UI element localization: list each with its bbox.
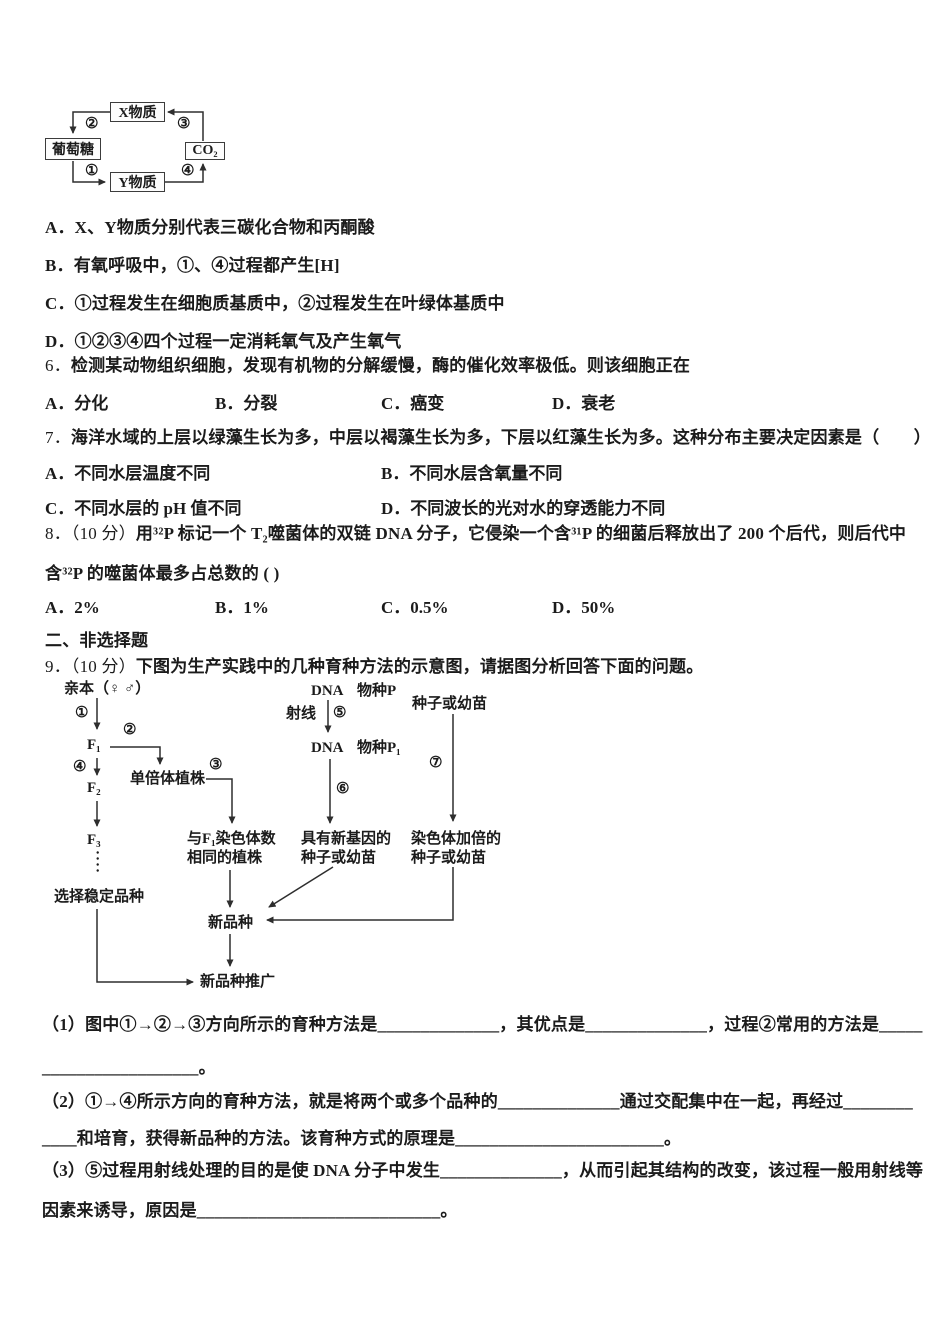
node-select-stable: 选择稳定品种: [54, 889, 145, 905]
flow-step-7: ⑦: [429, 755, 443, 771]
fill-q3-line1: （3）⑤过程用射线处理的目的是使 DNA 分子中发生______________…: [42, 1161, 924, 1180]
question-9-number: 9．: [45, 657, 71, 676]
node-dna-mid: DNA: [311, 740, 344, 756]
q5-option-b: B．有氧呼吸中，①、④过程都产生[H]: [45, 256, 340, 275]
arrow-new-gene-to-new-variety: [268, 866, 334, 908]
node-glucose: 葡萄糖: [45, 138, 101, 160]
question-7-text: 海洋水域的上层以绿藻生长为多，中层以褐藻生长为多，下层以红藻生长为多。这种分布主…: [70, 428, 931, 447]
arrow-x-to-glucose: [69, 111, 110, 134]
node-substance-y: Y物质: [110, 172, 165, 192]
flow-step-4: ④: [73, 759, 87, 775]
question-7-options-row2: C．不同水层的 pH 值不同 D．不同波长的光对水的穿透能力不同: [45, 494, 905, 518]
node-parents: 亲本（♀ ♂）: [64, 681, 151, 697]
question-6-number: 6．: [45, 356, 71, 375]
q7-option-d: D．不同波长的光对水的穿透能力不同: [381, 499, 666, 518]
arrow-co2-to-x: [167, 108, 204, 141]
question-8-options: A．2% B．1% C．0.5% D．50%: [45, 593, 905, 617]
respiration-diagram-arrows: [69, 108, 207, 186]
node-new-variety: 新品种: [208, 915, 254, 931]
question-9-stem: 9．（10 分）下图为生产实践中的几种育种方法的示意图，请据图分析回答下面的问题…: [45, 652, 703, 677]
node-f1: F₁: [87, 737, 101, 753]
arrow-y-to-co2: [165, 163, 207, 183]
q8-option-c: C．0.5%: [381, 598, 449, 617]
flow-step-5: ⑤: [333, 705, 347, 721]
question-8-stem-line1: 8．（10 分）用³²P 标记一个 T₂噬菌体的双链 DNA 分子，它侵染一个含…: [45, 519, 906, 544]
question-6-options: A．分化 B．分裂 C．癌变 D．衰老: [45, 389, 905, 413]
step-2-label: ②: [85, 116, 99, 132]
node-f2: F₂: [87, 780, 101, 796]
q7-option-a: A．不同水层温度不同: [45, 464, 211, 483]
question-8-text1: 用³²P 标记一个 T₂噬菌体的双链 DNA 分子，它侵染一个含³¹P 的细菌后…: [135, 524, 907, 543]
question-6-stem: 6．检测某动物组织细胞，发现有机物的分解缓慢，酶的催化效率极低。则该细胞正在: [45, 351, 690, 376]
respiration-diagram: X物质 葡萄糖 Y物质 CO₂ ② ③ ① ④: [45, 100, 230, 195]
q7-option-b: B．不同水层含氧量不同: [381, 464, 563, 483]
arrow-glucose-to-y: [72, 161, 106, 186]
question-6-text: 检测某动物组织细胞，发现有机物的分解缓慢，酶的催化效率极低。则该细胞正在: [70, 356, 691, 375]
ellipsis-dots: ····: [89, 850, 105, 875]
question-7-stem: 7．海洋水域的上层以绿藻生长为多，中层以褐藻生长为多，下层以红藻生长为多。这种分…: [45, 423, 931, 448]
fill-q3-line2: 因素来诱导，原因是____________________________。: [42, 1201, 458, 1220]
q6-option-b: B．分裂: [215, 394, 278, 413]
question-7-number: 7．: [45, 428, 71, 447]
step-4-label: ④: [181, 163, 195, 179]
q7-option-c: C．不同水层的 pH 值不同: [45, 499, 242, 518]
node-substance-x: X物质: [110, 102, 165, 122]
flow-step-1: ①: [75, 705, 89, 721]
node-doubled-line1: 染色体加倍的: [411, 831, 502, 847]
node-species-p: 物种P: [357, 683, 397, 699]
question-9-score: （10 分）: [70, 657, 136, 676]
step-1-label: ①: [85, 163, 99, 179]
fill-q2-line2: ____和培育，获得新品种的方法。该育种方式的原理是______________…: [42, 1129, 682, 1148]
question-8-number: 8．: [45, 524, 71, 543]
arrow-doubled-to-new-variety: [266, 867, 454, 924]
fill-q1-line1: （1）图中①→②→③方向所示的育种方法是______________，其优点是_…: [42, 1015, 923, 1034]
node-seed-seedling: 种子或幼苗: [412, 696, 488, 712]
section-2-title: 二、非选择题: [45, 631, 149, 650]
q5-option-c: C．①过程发生在细胞质基质中，②过程发生在叶绿体基质中: [45, 294, 505, 313]
arrow-stable-to-promotion: [96, 909, 194, 986]
breeding-flowchart-arrows: [93, 698, 457, 986]
fill-q1-line2: __________________。: [42, 1058, 216, 1077]
q6-option-d: D．衰老: [552, 394, 616, 413]
breeding-flowchart: 亲本（♀ ♂） ① F₁ ② ④ F₂ F₃ ···· 选择稳定品种 单倍体植株…: [0, 670, 950, 1010]
node-new-gene-line1: 具有新基因的: [301, 831, 392, 847]
label-ray: 射线: [286, 706, 317, 722]
node-same-chrom-line1: 与F₁染色体数: [187, 831, 276, 847]
question-7-options-row1: A．不同水层温度不同 B．不同水层含氧量不同: [45, 459, 905, 483]
flow-step-3: ③: [209, 757, 223, 773]
q6-option-a: A．分化: [45, 394, 109, 413]
arrow-haploid-to-same-chrom: [206, 778, 236, 824]
q6-option-c: C．癌变: [381, 394, 445, 413]
node-same-chrom-line2: 相同的植株: [187, 850, 263, 866]
node-doubled-line2: 种子或幼苗: [411, 850, 487, 866]
q8-option-d: D．50%: [552, 598, 616, 617]
node-species-p1: 物种P₁: [357, 740, 401, 756]
q5-option-a: A．X、Y物质分别代表三碳化合物和丙酮酸: [45, 218, 375, 237]
q8-option-b: B．1%: [215, 598, 269, 617]
q8-option-a: A．2%: [45, 598, 100, 617]
fill-q2-line1: （2）①→④所示方向的育种方法，就是将两个或多个品种的_____________…: [42, 1092, 913, 1111]
node-new-gene-line2: 种子或幼苗: [301, 850, 377, 866]
arrow-f1-to-haploid: [110, 746, 164, 765]
flow-step-6: ⑥: [336, 781, 350, 797]
node-co2: CO₂: [185, 142, 225, 160]
question-9-text: 下图为生产实践中的几种育种方法的示意图，请据图分析回答下面的问题。: [135, 657, 704, 676]
question-8-stem-line2: 含³²P 的噬菌体最多占总数的 ( ): [45, 564, 280, 583]
node-promotion: 新品种推广: [200, 974, 276, 990]
node-dna-top: DNA: [311, 683, 344, 699]
q5-option-d: D．①②③④四个过程一定消耗氧气及产生氧气: [45, 332, 402, 351]
flow-step-2: ②: [123, 722, 137, 738]
question-8-score: （10 分）: [70, 524, 136, 543]
step-3-label: ③: [177, 116, 191, 132]
node-haploid: 单倍体植株: [130, 771, 206, 787]
node-f3: F₃: [87, 832, 101, 848]
